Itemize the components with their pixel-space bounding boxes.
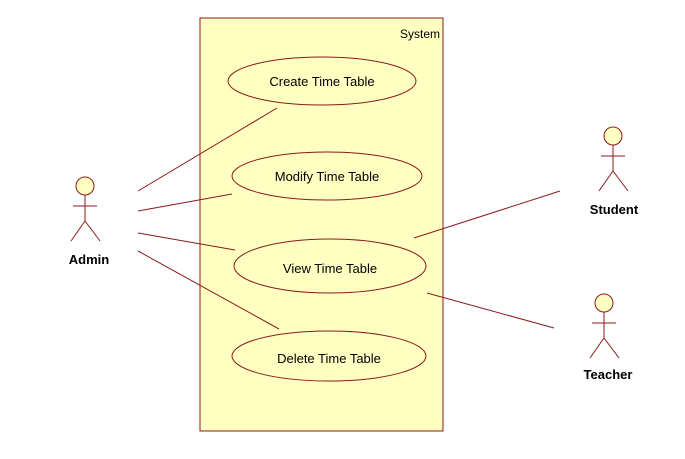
associations (137, 107, 561, 330)
association-student-view (413, 190, 561, 239)
actor-admin-head (75, 176, 95, 196)
use-case-delete: Delete Time Table (231, 330, 427, 382)
actor-student-head (603, 126, 623, 146)
use-case-modify-label: Modify Time Table (275, 169, 380, 184)
actor-student-leg-left (598, 170, 614, 192)
actor-admin: Admin (69, 176, 110, 267)
actor-student-label: Student (590, 202, 639, 217)
use-case-modify-ellipse (231, 151, 423, 201)
use-case-view-label: View Time Table (283, 261, 377, 276)
association-teacher-view (426, 292, 555, 329)
actor-teacher-head (594, 293, 614, 313)
actor-teacher-leg-right (603, 337, 620, 359)
actor-admin-leg-left (70, 220, 86, 242)
association-admin-modify (137, 193, 233, 212)
use-case-view-ellipse (233, 238, 427, 294)
use-case-create: Create Time Table (227, 56, 417, 106)
use-case-modify: Modify Time Table (231, 151, 423, 201)
use-case-create-ellipse (227, 56, 417, 106)
actor-teacher-label: Teacher (584, 367, 633, 382)
actor-teacher: Teacher (584, 293, 633, 382)
actor-student-leg-right (612, 170, 629, 192)
use-case-delete-ellipse (231, 330, 427, 382)
actor-student: Student (590, 126, 639, 217)
use-case-delete-label: Delete Time Table (277, 351, 381, 366)
use-case-create-label: Create Time Table (269, 74, 374, 89)
actor-admin-leg-right (84, 220, 101, 242)
actor-teacher-icon (589, 293, 620, 359)
use-case-view: View Time Table (233, 238, 427, 294)
actor-teacher-leg-left (589, 337, 605, 359)
association-admin-create (137, 107, 278, 192)
association-admin-delete (137, 250, 280, 330)
actor-admin-icon (70, 176, 101, 242)
association-admin-view (137, 232, 236, 251)
system-label: System (400, 27, 440, 41)
actor-student-icon (598, 126, 629, 192)
actor-admin-label: Admin (69, 252, 110, 267)
